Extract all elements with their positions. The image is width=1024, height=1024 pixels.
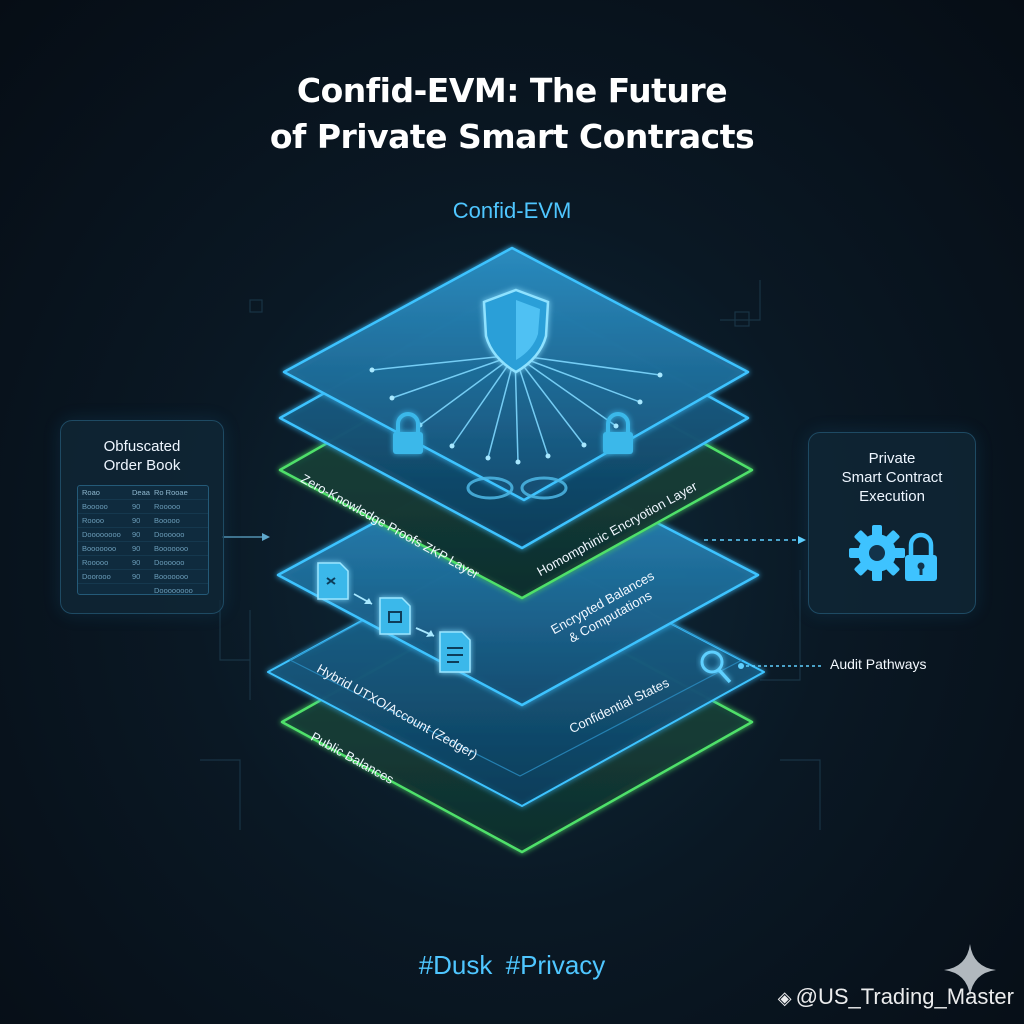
flow-arrowhead-2 (426, 630, 434, 637)
order-book-cell: 90 (132, 544, 141, 553)
order-book-cell: Booooo (82, 502, 108, 511)
order-book-cell: 90 (132, 558, 141, 567)
page-title: Confid-EVM: The Future of Private Smart … (0, 68, 1024, 160)
order-book-cell: Booooooo (82, 544, 117, 553)
execution-connector (704, 536, 806, 544)
audit-connector (738, 663, 822, 669)
order-book-cell: 90 (132, 530, 141, 539)
padlock-left-icon (393, 412, 423, 454)
order-book-cell: 90 (132, 502, 141, 511)
order-book-cell: Rooooo (154, 502, 181, 511)
order-book-row: Doorooo 90 Booooooo (78, 570, 208, 584)
flow-arrowhead-1 (364, 598, 372, 604)
order-book-cell: Booooooo (154, 572, 189, 581)
link-icon (466, 476, 568, 500)
radiating-dots (369, 367, 663, 465)
document-icon-2 (379, 597, 411, 635)
order-book-row: Doooooooo 90 Doooooo (78, 528, 208, 542)
order-book-header-cell: Deaa (132, 488, 150, 497)
document-flow (317, 562, 471, 673)
radiating-lines (371, 354, 661, 463)
order-book-cell: Doooooo (154, 530, 185, 539)
order-book-row: Rooooo 90 Doooooo (78, 556, 208, 570)
order-book-row: Booooo 90 Rooooo (78, 500, 208, 514)
order-book-cell: Doooooooo (82, 530, 121, 539)
order-book-cell: Booooo (154, 516, 180, 525)
order-book-cell: Doorooo (82, 572, 111, 581)
order-book-row: Roooo 90 Booooo (78, 514, 208, 528)
padlock-icon (905, 532, 937, 581)
audit-pathways-label: Audit Pathways (830, 656, 927, 672)
order-book-cell: Doooooo (154, 558, 185, 567)
execution-icons (849, 525, 937, 581)
order-book-header-cell: Ro Rooae (154, 488, 188, 497)
diagram-subtitle: Confid-EVM (452, 198, 572, 223)
order-book-panel: Obfuscated Order Book Roao Deaa Ro Rooae… (60, 420, 224, 614)
execution-title-line-2: Smart Contract (841, 469, 943, 486)
order-book-title: Obfuscated Order Book (61, 437, 223, 475)
order-book-cell: Rooooo (82, 558, 109, 567)
order-book-title-line-1: Obfuscated (103, 438, 181, 455)
padlock-right-icon (603, 412, 633, 454)
title-line-2: of Private Smart Contracts (269, 117, 755, 156)
execution-title-line-3: Execution (859, 488, 925, 505)
order-book-connector (222, 533, 270, 541)
order-book-cell: 90 (132, 516, 141, 525)
gear-icon (849, 525, 905, 581)
circuit-lines (200, 280, 821, 830)
order-book-row: Booooooo 90 Booooooo (78, 542, 208, 556)
hashtags: #Dusk #Privacy (418, 950, 606, 980)
order-book-table: Roao Deaa Ro Rooae Booooo 90 Rooooo Rooo… (77, 485, 209, 595)
order-book-cell: Booooooo (154, 544, 189, 553)
order-book-cell: Doooooooo (154, 586, 193, 595)
execution-title: Private Smart Contract Execution (809, 449, 975, 506)
binance-logo-icon: ◈ (777, 988, 792, 1008)
document-icon-1 (317, 562, 349, 600)
order-book-cell: 90 (132, 572, 141, 581)
order-book-header: Roao Deaa Ro Rooae (78, 486, 208, 500)
execution-panel: Private Smart Contract Execution (808, 432, 976, 614)
watermark: ◈@US_Trading_Master (778, 984, 1014, 1010)
title-line-1: Confid-EVM: The Future (296, 71, 728, 110)
execution-title-line-1: Private (868, 450, 916, 467)
order-book-header-cell: Roao (82, 488, 100, 497)
order-book-row: Doooooooo (78, 584, 208, 595)
order-book-cell: Roooo (82, 516, 105, 525)
magnifier-icon (700, 650, 732, 684)
watermark-text: @US_Trading_Master (795, 984, 1014, 1009)
order-book-title-line-2: Order Book (103, 457, 181, 474)
sparkle-icon (944, 944, 996, 996)
document-icon-3 (439, 631, 471, 673)
shield-icon (482, 288, 550, 374)
